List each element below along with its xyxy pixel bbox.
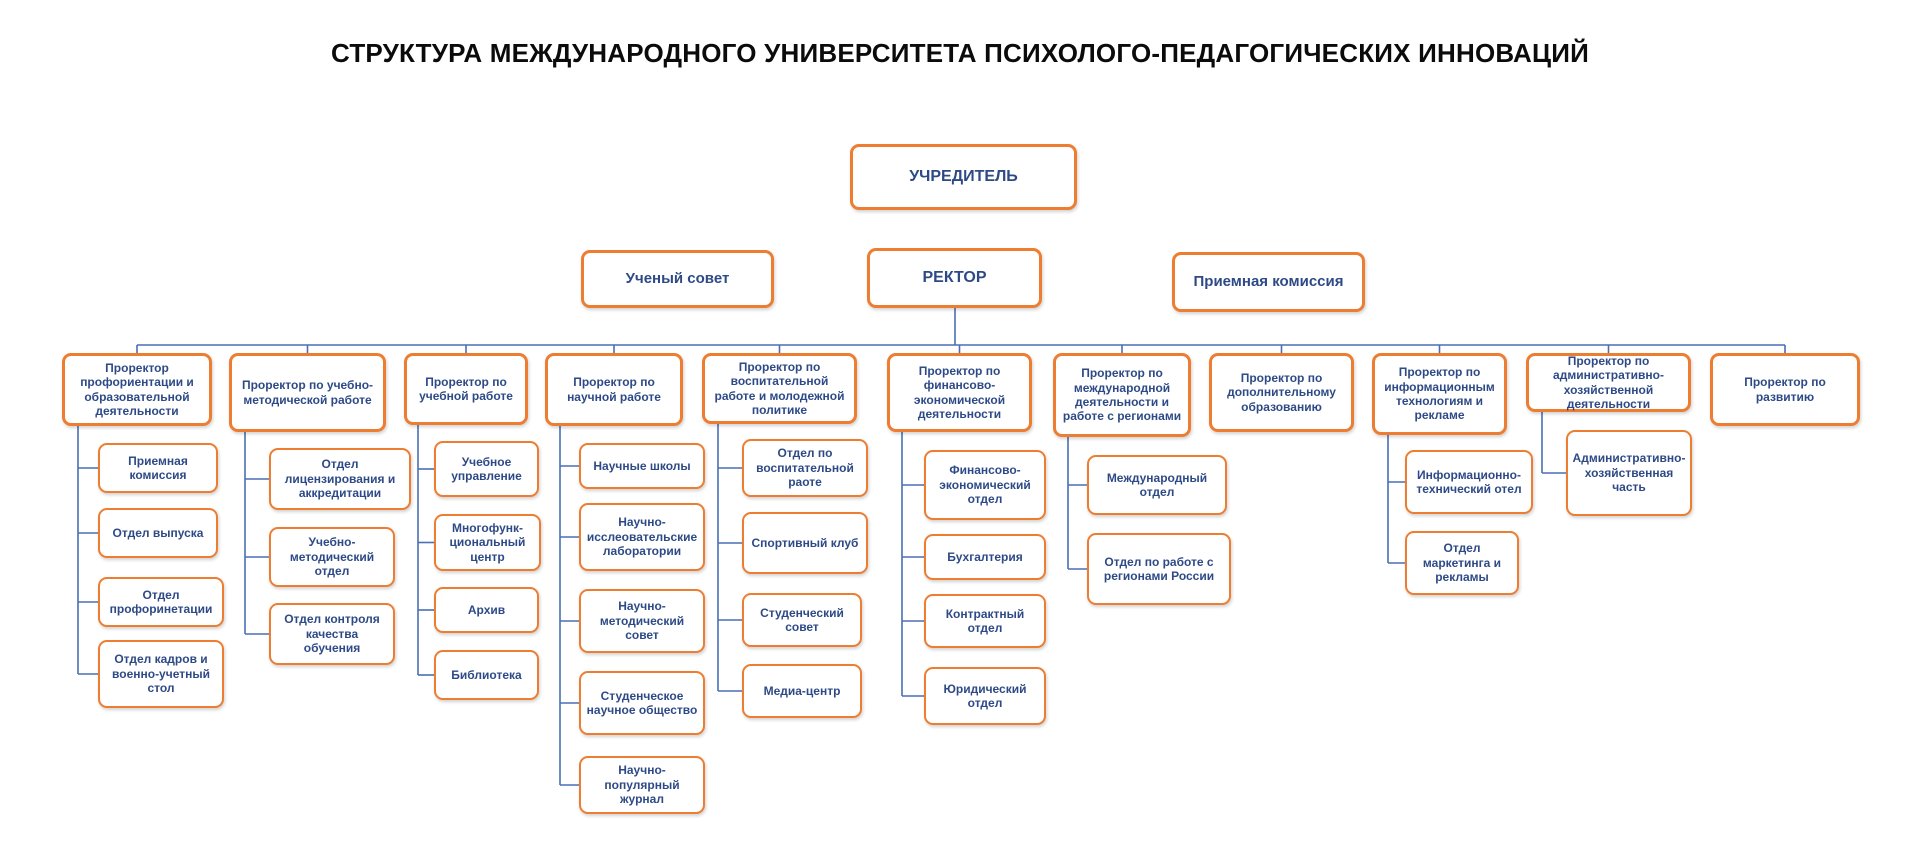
unit-box: Информационно-технический отел: [1405, 450, 1533, 514]
unit-box: Отдел по воспитательной раоте: [742, 439, 868, 497]
vice-rector-box: Проректор по развитию: [1710, 353, 1860, 426]
unit-box: Учебно-методический отдел: [269, 527, 395, 587]
vice-rector-box: Проректор по учебно-методической работе: [229, 353, 386, 432]
vice-rector-box: Проректор по информационным технологиям …: [1372, 353, 1507, 435]
vice-rector-box: Проректор по учебной работе: [404, 353, 528, 425]
unit-box: Научно-методический совет: [579, 589, 705, 653]
unit-box: Отдел выпуска: [98, 508, 218, 558]
vice-rector-box: Проректор по административно-хозяйственн…: [1526, 353, 1691, 412]
unit-box: Международный отдел: [1087, 455, 1227, 515]
page-title: СТРУКТУРА МЕЖДУНАРОДНОГО УНИВЕРСИТЕТА ПС…: [330, 38, 1590, 68]
unit-box: Административно-хозяйственная часть: [1566, 430, 1692, 516]
unit-box: Архив: [434, 587, 539, 633]
unit-box: Библиотека: [434, 650, 539, 700]
unit-box: Студенческий совет: [742, 593, 862, 647]
vice-rector-box: Проректор по финансово-экономической дея…: [887, 353, 1032, 432]
unit-box: Учебное управление: [434, 441, 539, 497]
vice-rector-box: Проректор по дополнительному образованию: [1209, 353, 1354, 432]
unit-box: Юридический отдел: [924, 667, 1046, 725]
admission-committee-box: Приемная комиссия: [1172, 252, 1365, 312]
unit-box: Отдел контроля качества обучения: [269, 603, 395, 665]
vice-rector-box: Проректор по научной работе: [545, 353, 683, 426]
unit-box: Научно-популярный журнал: [579, 756, 705, 814]
unit-box: Научно-исслеовательские лаборатории: [579, 503, 705, 571]
unit-box: Отдел профоринетации: [98, 577, 224, 627]
unit-box: Приемная комиссия: [98, 443, 218, 493]
vice-rector-box: Проректор по международной деятельности …: [1053, 353, 1191, 437]
vice-rector-box: Проректор профориентации и образовательн…: [62, 353, 212, 426]
unit-box: Отдел по работе с регионами России: [1087, 533, 1231, 605]
unit-box: Медиа-центр: [742, 664, 862, 718]
unit-box: Бухгалтерия: [924, 534, 1046, 580]
unit-box: Финансово-экономический отдел: [924, 450, 1046, 520]
unit-box: Многофунк-циональный центр: [434, 514, 541, 571]
unit-box: Научные школы: [579, 443, 705, 489]
unit-box: Спортивный клуб: [742, 512, 868, 574]
unit-box: Отдел лицензирования и аккредитации: [269, 448, 411, 510]
rector-box: РЕКТОР: [867, 248, 1042, 308]
unit-box: Студенческое научное общество: [579, 671, 705, 735]
vice-rector-box: Проректор по воспитательной работе и мол…: [702, 353, 857, 424]
unit-box: Контрактный отдел: [924, 594, 1046, 648]
academic-council-box: Ученый совет: [581, 250, 774, 308]
unit-box: Отдел кадров и военно-учетный стол: [98, 640, 224, 708]
founder-box: УЧРЕДИТЕЛЬ: [850, 144, 1077, 210]
unit-box: Отдел маркетинга и рекламы: [1405, 531, 1519, 595]
